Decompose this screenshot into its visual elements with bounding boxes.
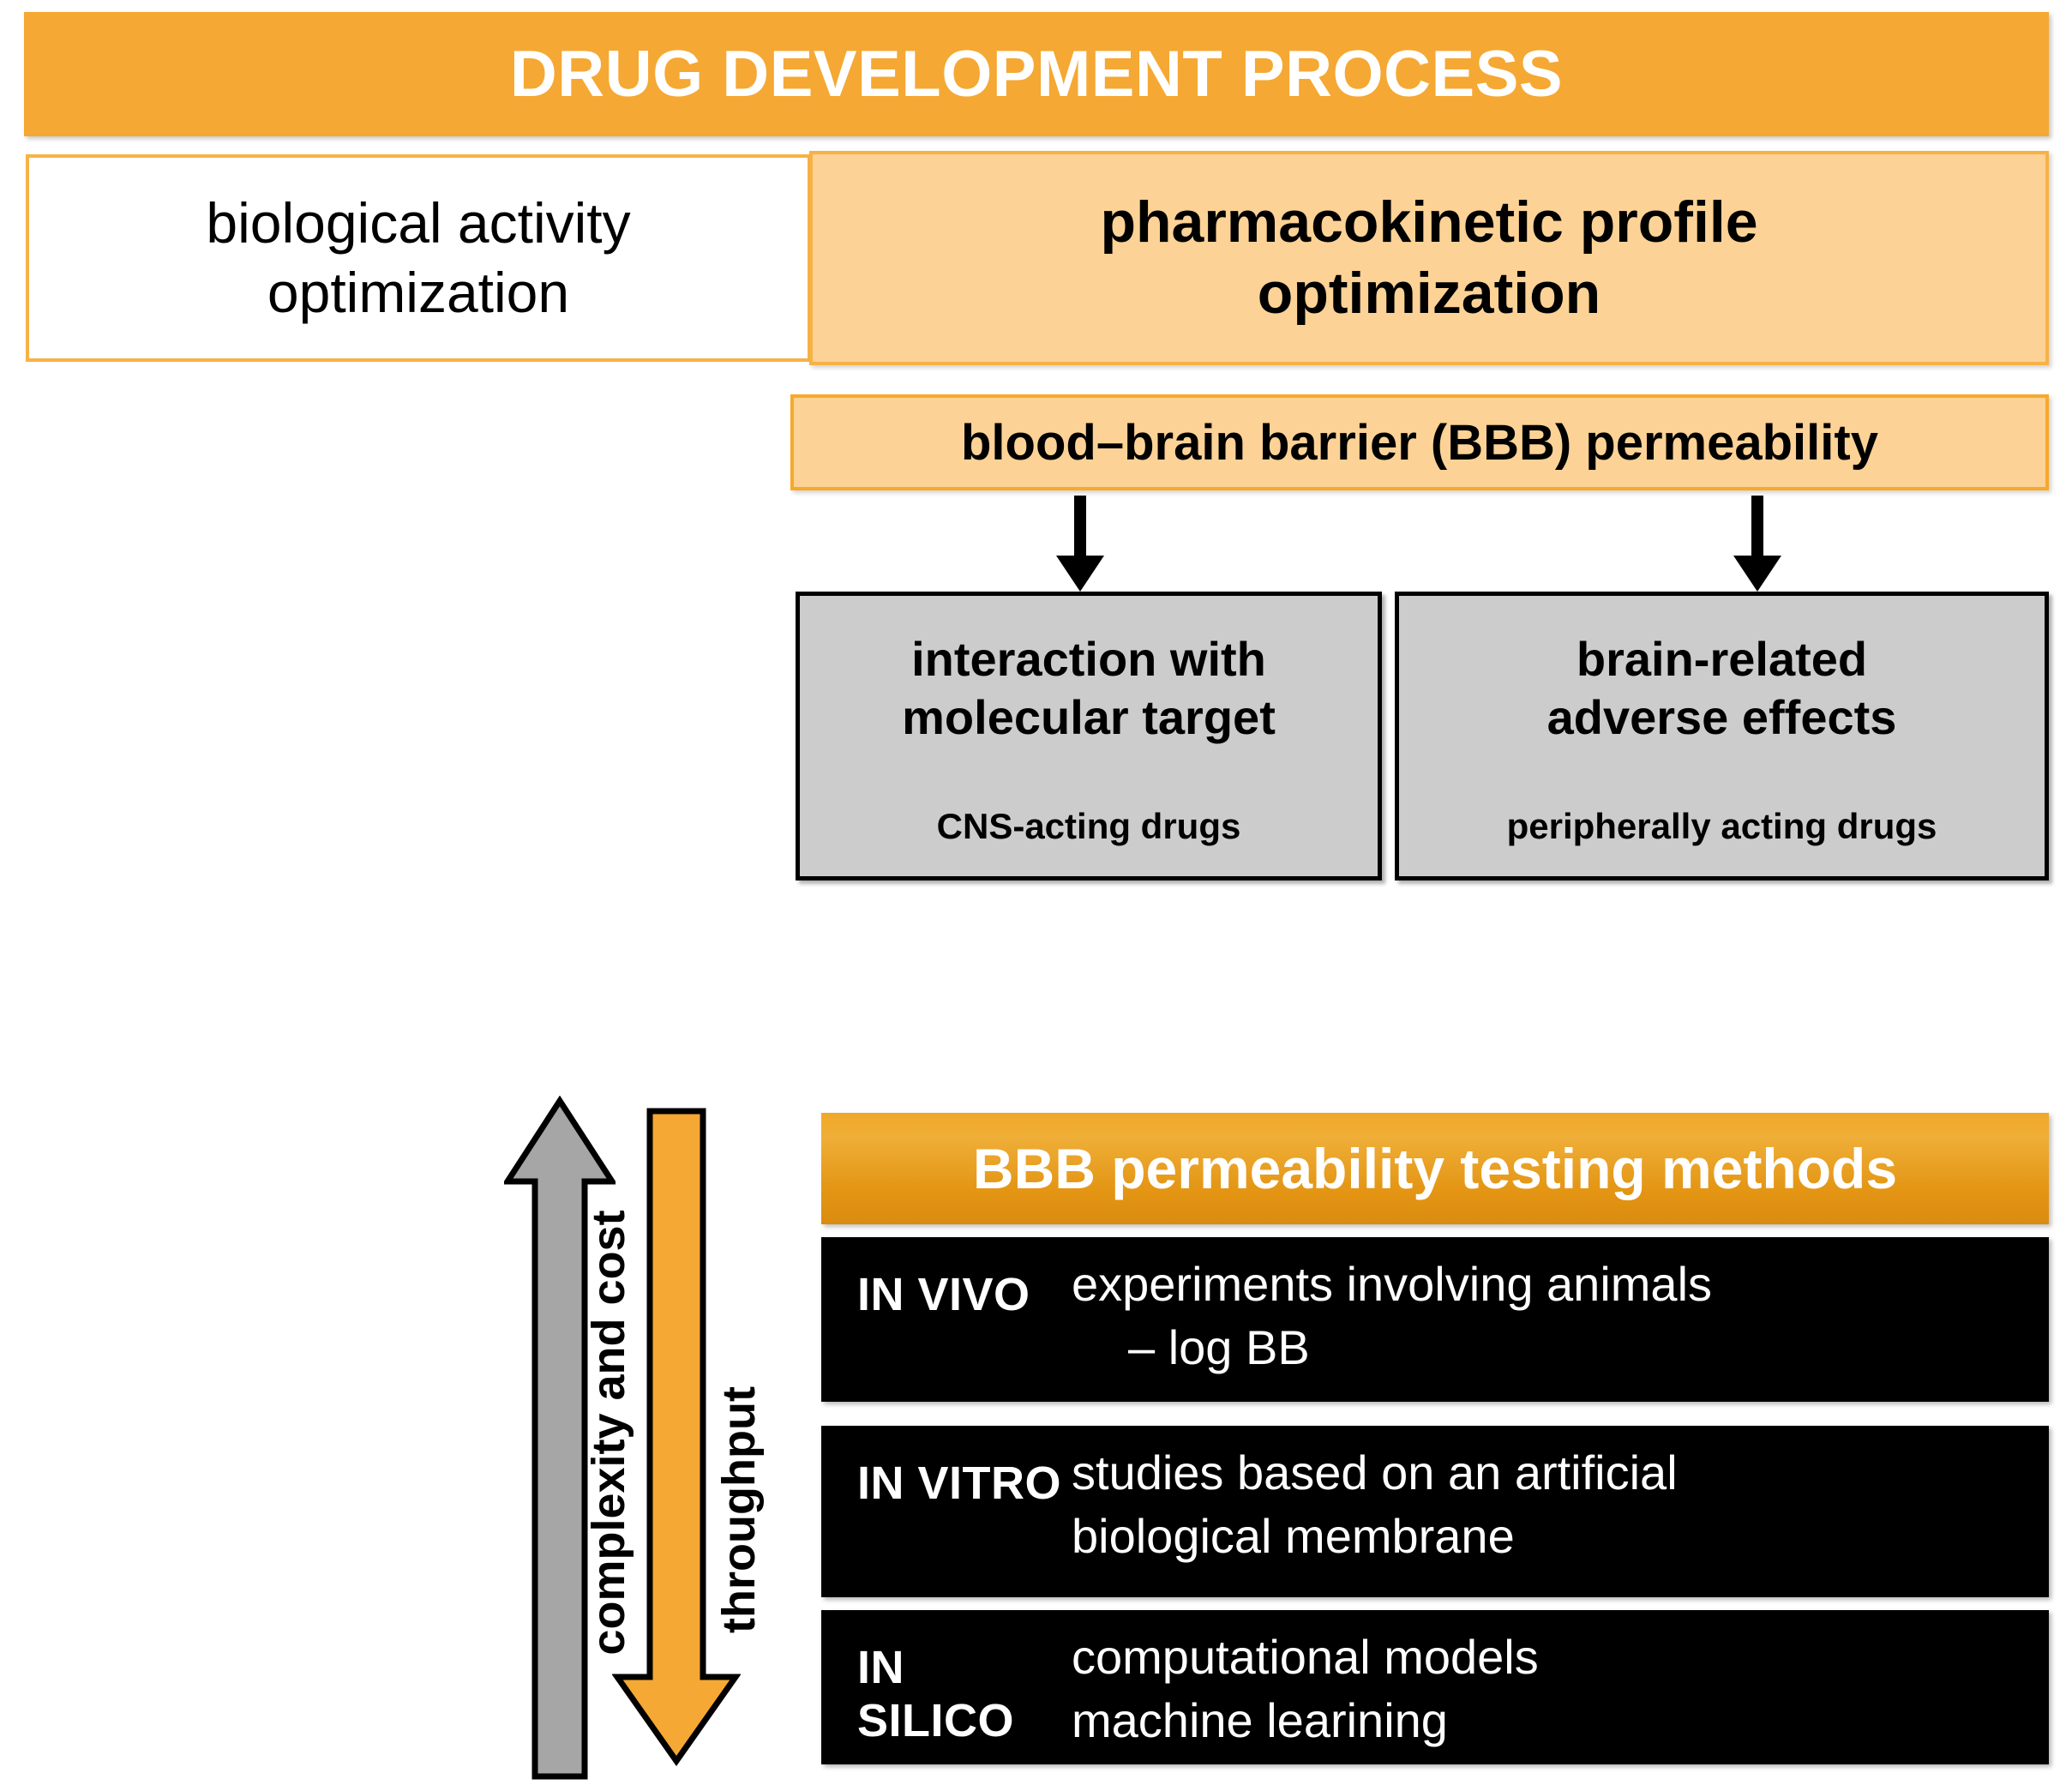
bbb-permeability-bar: blood–brain barrier (BBB) permeability — [790, 394, 2049, 490]
method-label-in-silico: IN SILICO — [857, 1642, 1015, 1746]
method-label-in-vivo: IN VIVO — [857, 1269, 1030, 1320]
method-label-in-vitro: IN VITRO — [857, 1457, 1062, 1509]
outcome-peripheral-title: brain-related adverse effects — [1547, 630, 1897, 748]
stage-biological-line2: optimization — [267, 261, 570, 324]
outcome-peripheral-line2: adverse effects — [1546, 690, 1897, 745]
outcome-cns-title: interaction with molecular target — [902, 630, 1276, 748]
stage-pharmacokinetic-profile: pharmacokinetic profile optimization — [809, 151, 2049, 365]
stage-biological-line1: biological activity — [206, 191, 631, 255]
method-description-in-silico: computational models machine learining — [1072, 1626, 2049, 1749]
throughput-arrow-icon — [612, 1108, 741, 1766]
method-description-in-vivo: experiments involving animals – log BB — [1072, 1253, 2049, 1386]
complexity-and-cost-arrow-icon — [504, 1096, 616, 1780]
throughput-label: throughput — [713, 1386, 765, 1633]
method-description-in-vitro: studies based on an artificial biologica… — [1072, 1441, 2049, 1582]
outcome-peripheral-subtitle: peripherally acting drugs — [1506, 806, 1937, 846]
methods-panel-header: BBB permeability testing methods — [821, 1113, 2049, 1224]
method-in-silico-line1: computational models — [1072, 1630, 1539, 1684]
method-row-in-vivo: IN VIVO experiments involving animals – … — [821, 1237, 2049, 1402]
outcome-peripheral-line1: brain-related — [1576, 632, 1868, 686]
outcome-cns-subtitle: CNS-acting drugs — [936, 806, 1241, 846]
stage-pharmacokinetic-line1: pharmacokinetic profile — [1100, 189, 1758, 255]
outcome-box-peripheral: brain-related adverse effects peripheral… — [1395, 592, 2049, 880]
stage-biological-activity: biological activity optimization — [26, 154, 811, 362]
method-in-vivo-line1: experiments involving animals — [1072, 1257, 1713, 1311]
method-row-in-silico: IN SILICO computational models machine l… — [821, 1610, 2049, 1764]
method-in-silico-line2: machine learining — [1072, 1692, 1448, 1747]
connector-arrow-left-icon — [1056, 496, 1104, 592]
method-row-in-vitro: IN VITRO studies based on an artificial … — [821, 1426, 2049, 1597]
outcome-box-cns: interaction with molecular target CNS-ac… — [796, 592, 1382, 880]
method-in-vitro-line2: biological membrane — [1072, 1508, 1515, 1563]
method-in-vivo-line2: – log BB — [1128, 1319, 1310, 1374]
outcome-cns-line2: molecular target — [902, 690, 1276, 745]
outcome-cns-line1: interaction with — [911, 632, 1266, 686]
stage-pharmacokinetic-line2: optimization — [1257, 261, 1601, 326]
page-title: DRUG DEVELOPMENT PROCESS — [24, 12, 2049, 136]
connector-arrow-right-icon — [1733, 496, 1781, 592]
method-in-vitro-line1: studies based on an artificial — [1072, 1445, 1678, 1500]
